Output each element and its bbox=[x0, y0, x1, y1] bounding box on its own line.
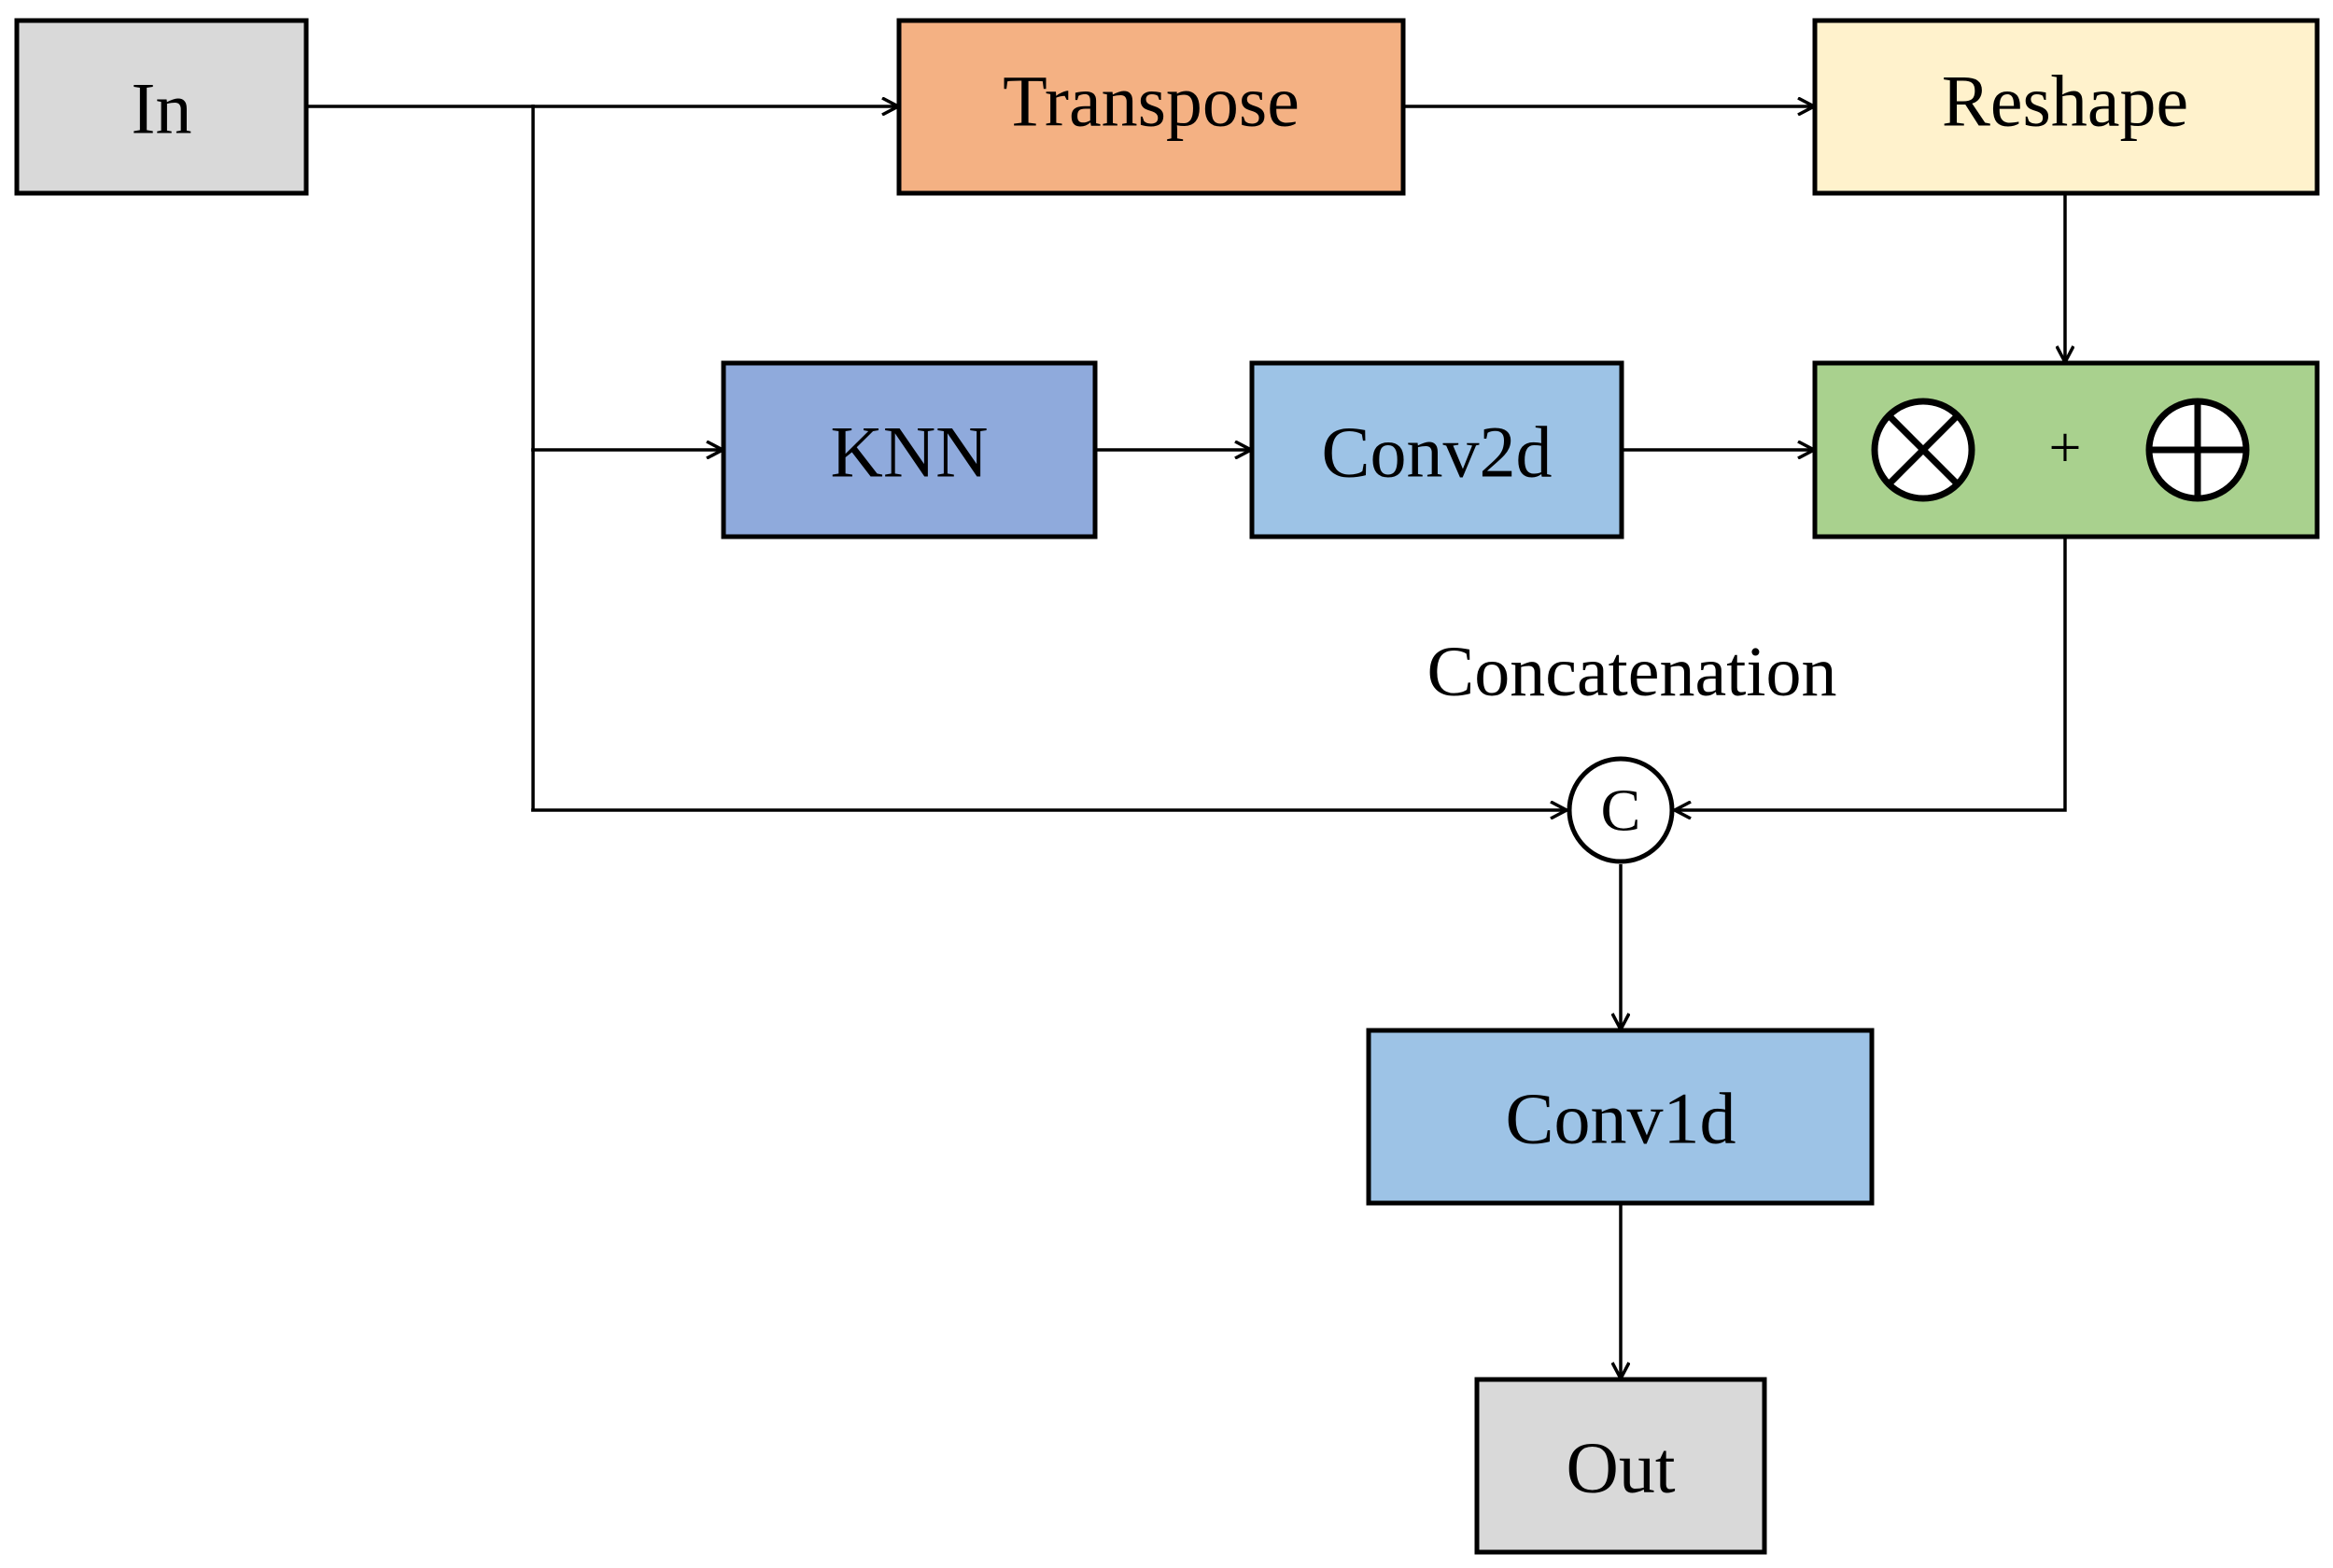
node-conv1d-label: Conv1d bbox=[1505, 1078, 1736, 1159]
node-knn: KNN bbox=[721, 360, 1098, 539]
node-fusion-label: + bbox=[2049, 416, 2082, 480]
node-reshape: Reshape bbox=[1812, 18, 2320, 196]
circled-plus-icon bbox=[2145, 398, 2250, 502]
node-fusion: + bbox=[1812, 360, 2320, 539]
node-reshape-label: Reshape bbox=[1942, 61, 2188, 142]
circled-times-icon bbox=[1871, 398, 1975, 502]
node-transpose: Transpose bbox=[896, 18, 1406, 196]
node-concat: C bbox=[1567, 756, 1675, 864]
node-out-box bbox=[1474, 1377, 1767, 1555]
node-conv2d-box bbox=[1249, 360, 1624, 539]
node-transpose-label: Transpose bbox=[1003, 61, 1300, 142]
node-knn-box bbox=[721, 360, 1098, 539]
node-in-box bbox=[14, 18, 309, 196]
node-out: Out bbox=[1474, 1377, 1767, 1555]
node-conv1d: Conv1d bbox=[1366, 1028, 1875, 1206]
node-in-label: In bbox=[132, 68, 192, 149]
concatenation-annotation: Concatenation bbox=[1427, 633, 1837, 711]
node-transpose-box bbox=[896, 18, 1406, 196]
node-conv1d-box bbox=[1366, 1028, 1875, 1206]
node-in: In bbox=[14, 18, 309, 196]
node-conv2d-label: Conv2d bbox=[1321, 412, 1552, 493]
node-concat-label: C bbox=[1601, 777, 1641, 844]
node-concat-circle bbox=[1567, 756, 1675, 864]
edges bbox=[306, 105, 2065, 1379]
node-out-label: Out bbox=[1567, 1427, 1676, 1508]
node-reshape-box bbox=[1812, 18, 2320, 196]
edge-fusion-to-concat bbox=[1675, 539, 2067, 810]
node-conv2d: Conv2d bbox=[1249, 360, 1624, 539]
node-knn-label: KNN bbox=[831, 412, 989, 493]
